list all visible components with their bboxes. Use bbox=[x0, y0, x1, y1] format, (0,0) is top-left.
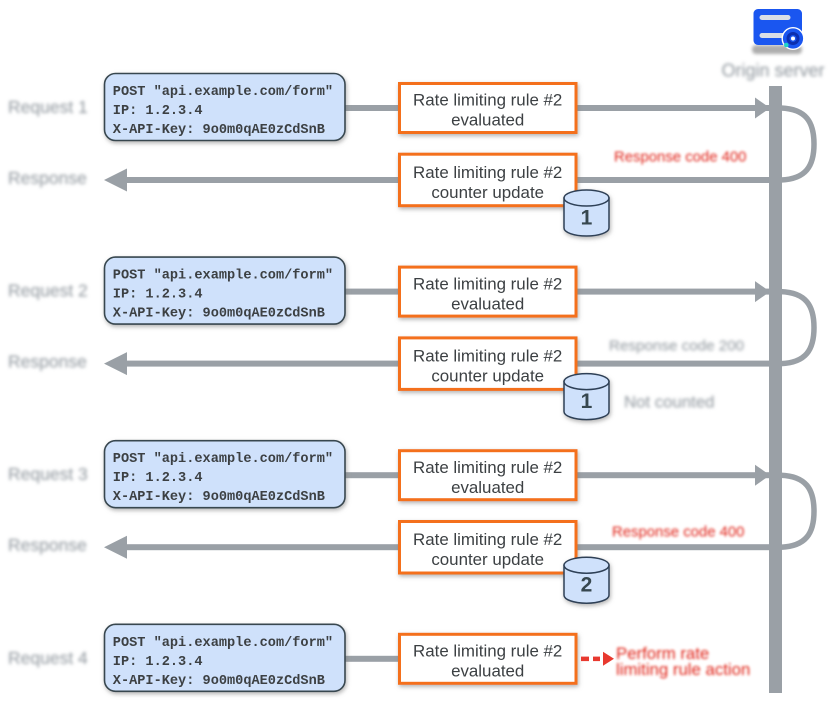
svg-text:Response code 400: Response code 400 bbox=[612, 525, 744, 541]
svg-text:evaluated: evaluated bbox=[451, 294, 524, 313]
svg-text:X-API-Key: 9o0m0qAE0zCdSnB: X-API-Key: 9o0m0qAE0zCdSnB bbox=[113, 123, 325, 138]
svg-text:Response code 200: Response code 200 bbox=[609, 338, 744, 355]
svg-text:IP: 1.2.3.4: IP: 1.2.3.4 bbox=[113, 104, 203, 119]
svg-text:POST "api.example.com/form": POST "api.example.com/form" bbox=[113, 636, 333, 651]
svg-text:2: 2 bbox=[581, 574, 593, 597]
svg-text:Request 4: Request 4 bbox=[8, 648, 88, 668]
svg-text:Response: Response bbox=[8, 352, 87, 372]
svg-text:Perform rate: Perform rate bbox=[616, 644, 709, 663]
svg-text:Not counted: Not counted bbox=[624, 393, 715, 412]
svg-text:Request 1: Request 1 bbox=[8, 97, 88, 117]
svg-text:evaluated: evaluated bbox=[451, 662, 524, 681]
svg-text:POST "api.example.com/form": POST "api.example.com/form" bbox=[113, 269, 333, 284]
svg-text:X-API-Key: 9o0m0qAE0zCdSnB: X-API-Key: 9o0m0qAE0zCdSnB bbox=[113, 307, 325, 322]
svg-text:1: 1 bbox=[581, 207, 593, 230]
svg-text:1: 1 bbox=[581, 390, 593, 413]
svg-text:Request 3: Request 3 bbox=[8, 464, 88, 484]
svg-text:Response: Response bbox=[8, 535, 87, 555]
svg-text:IP: 1.2.3.4: IP: 1.2.3.4 bbox=[113, 471, 203, 486]
svg-text:counter update: counter update bbox=[431, 550, 544, 569]
svg-text:Request 2: Request 2 bbox=[8, 281, 88, 301]
svg-text:Rate limiting rule #2: Rate limiting rule #2 bbox=[413, 91, 562, 110]
svg-text:Response: Response bbox=[8, 168, 87, 188]
svg-text:Response code 400: Response code 400 bbox=[614, 150, 746, 166]
svg-text:Rate limiting rule #2: Rate limiting rule #2 bbox=[413, 163, 562, 182]
svg-text:Rate limiting rule #2: Rate limiting rule #2 bbox=[413, 530, 562, 549]
svg-text:Origin server: Origin server bbox=[721, 61, 824, 81]
svg-text:IP: 1.2.3.4: IP: 1.2.3.4 bbox=[113, 655, 203, 670]
svg-text:X-API-Key: 9o0m0qAE0zCdSnB: X-API-Key: 9o0m0qAE0zCdSnB bbox=[113, 674, 325, 689]
svg-text:limiting rule action: limiting rule action bbox=[616, 660, 750, 679]
svg-text:evaluated: evaluated bbox=[451, 478, 524, 497]
svg-text:Rate limiting rule #2: Rate limiting rule #2 bbox=[413, 347, 562, 366]
svg-text:X-API-Key: 9o0m0qAE0zCdSnB: X-API-Key: 9o0m0qAE0zCdSnB bbox=[113, 490, 325, 505]
svg-text:Rate limiting rule #2: Rate limiting rule #2 bbox=[413, 274, 562, 293]
svg-text:POST "api.example.com/form": POST "api.example.com/form" bbox=[113, 85, 333, 100]
svg-text:evaluated: evaluated bbox=[451, 111, 524, 130]
svg-text:POST "api.example.com/form": POST "api.example.com/form" bbox=[113, 452, 333, 467]
svg-text:counter update: counter update bbox=[431, 183, 544, 202]
svg-text:counter update: counter update bbox=[431, 366, 544, 385]
svg-text:Rate limiting rule #2: Rate limiting rule #2 bbox=[413, 642, 562, 661]
svg-text:Rate limiting rule #2: Rate limiting rule #2 bbox=[413, 458, 562, 477]
svg-text:IP: 1.2.3.4: IP: 1.2.3.4 bbox=[113, 288, 203, 303]
